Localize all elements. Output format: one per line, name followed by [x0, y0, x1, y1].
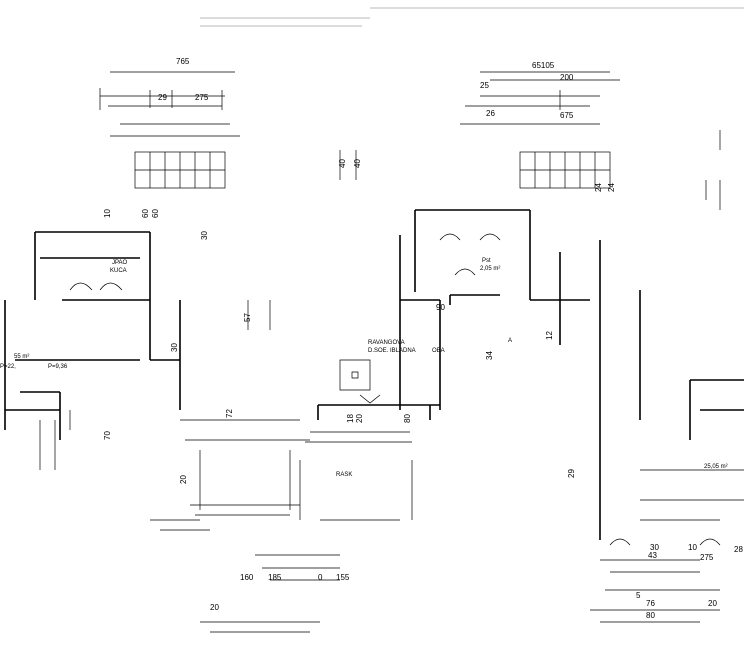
left-side-ticks: [247, 150, 357, 330]
page-edges: [200, 7, 744, 27]
dim-label: 20: [179, 475, 188, 484]
dim-label: 155: [336, 573, 350, 582]
dim-label: 65105: [532, 61, 555, 70]
dim-label: 43: [648, 551, 657, 560]
dim-label: 24: [607, 183, 616, 192]
room-area-label: 2,05 m²: [480, 266, 500, 272]
room-label: JPAO: [112, 260, 128, 266]
room-area-label: P=22,: [0, 364, 16, 370]
dim-label: 20: [210, 603, 219, 612]
dim-label: 30: [170, 343, 179, 352]
right-walls: [529, 130, 744, 623]
dim-label: 25: [480, 81, 489, 90]
dim-label: 30: [200, 231, 209, 240]
room-label: KUCA: [110, 268, 127, 274]
center-walls: [200, 209, 531, 633]
dim-label: 60: [151, 209, 160, 218]
dim-label: 80: [403, 414, 412, 423]
dim-label: 275: [195, 93, 209, 102]
room-label: Pst: [482, 258, 491, 264]
dim-label: 12: [545, 331, 554, 340]
dim-label: 24: [594, 183, 603, 192]
room-area-label: 55 m²: [14, 354, 29, 360]
left-stair: [134, 151, 226, 189]
right-stair: [519, 151, 611, 189]
dim-label: 20: [355, 414, 364, 423]
room-label: D.SOE. IBLADNA: [368, 348, 416, 354]
dim-label: 765: [176, 57, 190, 66]
dim-label: 275: [700, 553, 714, 562]
dim-label: 30: [650, 543, 659, 552]
left-walls: [4, 231, 310, 531]
dim-label: 60: [141, 209, 150, 218]
left-plan: 765 29 275 40 40 10 60 60 30 57 30 70 72…: [0, 57, 362, 531]
right-dimension-chain-top: [460, 71, 620, 125]
left-dimension-chain-top: [99, 71, 240, 137]
room-label: RASK: [336, 472, 352, 478]
room-label: OBA: [432, 348, 445, 354]
dim-label: 80: [646, 611, 655, 620]
room-label: A: [508, 338, 512, 344]
dim-label: 675: [560, 111, 574, 120]
dim-label: 90: [436, 303, 445, 312]
dim-label: 40: [353, 159, 362, 168]
dim-label: 18: [346, 414, 355, 423]
dim-label: 26: [486, 109, 495, 118]
dim-label: 20: [708, 599, 717, 608]
dim-label: 28: [734, 545, 743, 554]
dim-label: 200: [560, 73, 574, 82]
dim-label: 10: [688, 543, 697, 552]
dim-label: 57: [243, 313, 252, 322]
right-plan: 65105 200 675 25 26 24 24 29 12 5 76 80 …: [460, 61, 744, 623]
room-label: RAVANGOVA: [368, 340, 405, 346]
dim-label: 160: [240, 573, 254, 582]
dim-label: 72: [225, 409, 234, 418]
dim-label: 10: [103, 209, 112, 218]
dim-label: 34: [485, 351, 494, 360]
center-plan: 90 34 20 80 18 155 185 0 160 20 RAVANGOV…: [200, 209, 531, 633]
dim-label: 0: [318, 573, 323, 582]
room-area-label: P=9,36: [48, 364, 68, 370]
room-area-label: 25,05 m²: [704, 464, 728, 470]
dim-label: 185: [268, 573, 282, 582]
dim-label: 40: [338, 159, 347, 168]
dim-label: 29: [158, 93, 167, 102]
dim-label: 5: [636, 591, 641, 600]
dim-label: 76: [646, 599, 655, 608]
dim-label: 70: [103, 431, 112, 440]
dim-label: 29: [567, 469, 576, 478]
